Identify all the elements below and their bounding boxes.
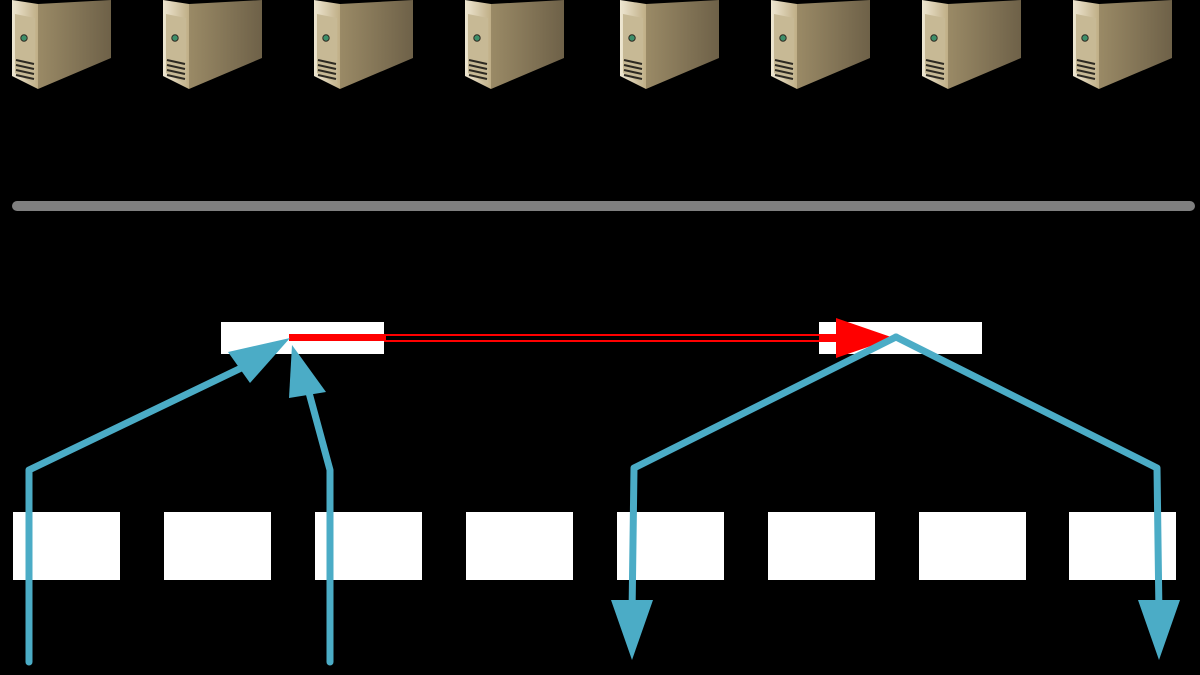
server-tower-icon: [12, 0, 111, 89]
server-led: [322, 34, 330, 42]
server-tower-icon: [922, 0, 1021, 89]
server-vent-slot: [774, 59, 794, 65]
server-vent-slot: [317, 69, 337, 75]
server-vent-slot: [166, 59, 186, 65]
server-led: [1081, 34, 1089, 42]
server-led: [779, 34, 787, 42]
bottom-box-6: [768, 512, 875, 580]
server-vent-slot: [623, 74, 643, 80]
server-vent-slot: [15, 64, 35, 70]
server-tower-icon: [1073, 0, 1172, 89]
server-tower-icon: [163, 0, 262, 89]
server-side-face: [491, 0, 564, 89]
server-side-face: [797, 0, 870, 89]
flow-in-left-1-head: [228, 338, 290, 383]
bottom-box-row: [13, 512, 1176, 580]
server-side-face: [38, 0, 111, 89]
server-led: [20, 34, 28, 42]
server-vent-slot: [774, 74, 794, 80]
server-vent-slot: [468, 64, 488, 70]
server-vent-slot: [166, 69, 186, 75]
flow-in-left-2: [301, 374, 334, 666]
bottom-box-4: [466, 512, 573, 580]
server-tower-icon: [314, 0, 413, 89]
red-link-arrow: [289, 318, 894, 358]
server-vent-slot: [925, 59, 945, 65]
server-vent-slot: [1076, 59, 1096, 65]
server-side-face: [1099, 0, 1172, 89]
bottom-box-7: [919, 512, 1026, 580]
server-tower-icon: [465, 0, 564, 89]
server-led: [930, 34, 938, 42]
server-led: [628, 34, 636, 42]
flow-out-right-2: [892, 333, 1163, 619]
server-vent-slot: [925, 74, 945, 80]
server-vent-slot: [468, 74, 488, 80]
flow-out-right-1: [628, 333, 900, 619]
flow-arrows: [25, 333, 1180, 666]
server-vent-slot: [774, 64, 794, 70]
server-led: [473, 34, 481, 42]
red-link-thick: [289, 334, 386, 341]
server-vent-slot: [166, 64, 186, 70]
server-side-face: [646, 0, 719, 89]
server-vent-slot: [774, 69, 794, 75]
server-vent-slot: [468, 59, 488, 65]
server-vent-slot: [15, 69, 35, 75]
server-led: [171, 34, 179, 42]
server-side-face: [948, 0, 1021, 89]
server-vent-slot: [1076, 64, 1096, 70]
bottom-box-2: [164, 512, 271, 580]
server-side-face: [189, 0, 262, 89]
flow-in-left-2-head: [289, 345, 326, 398]
server-vent-slot: [1076, 69, 1096, 75]
server-tower-icon: [620, 0, 719, 89]
flow-out-right-2-head: [1138, 600, 1180, 660]
red-arrowhead: [836, 318, 894, 358]
server-vent-slot: [166, 74, 186, 80]
server-tower-icon: [771, 0, 870, 89]
server-vent-slot: [317, 64, 337, 70]
flow-in-left-1: [25, 354, 266, 666]
server-vent-slot: [1076, 74, 1096, 80]
server-vent-slot: [623, 59, 643, 65]
server-side-face: [340, 0, 413, 89]
server-vent-slot: [468, 69, 488, 75]
server-vent-slot: [317, 59, 337, 65]
server-vent-slot: [623, 69, 643, 75]
server-vent-slot: [317, 74, 337, 80]
server-vent-slot: [925, 64, 945, 70]
server-row: [12, 0, 1172, 89]
server-vent-slot: [15, 59, 35, 65]
server-vent-slot: [15, 74, 35, 80]
server-vent-slot: [925, 69, 945, 75]
flow-out-right-1-head: [611, 600, 653, 660]
red-link-thick-end: [819, 334, 843, 342]
server-vent-slot: [623, 64, 643, 70]
